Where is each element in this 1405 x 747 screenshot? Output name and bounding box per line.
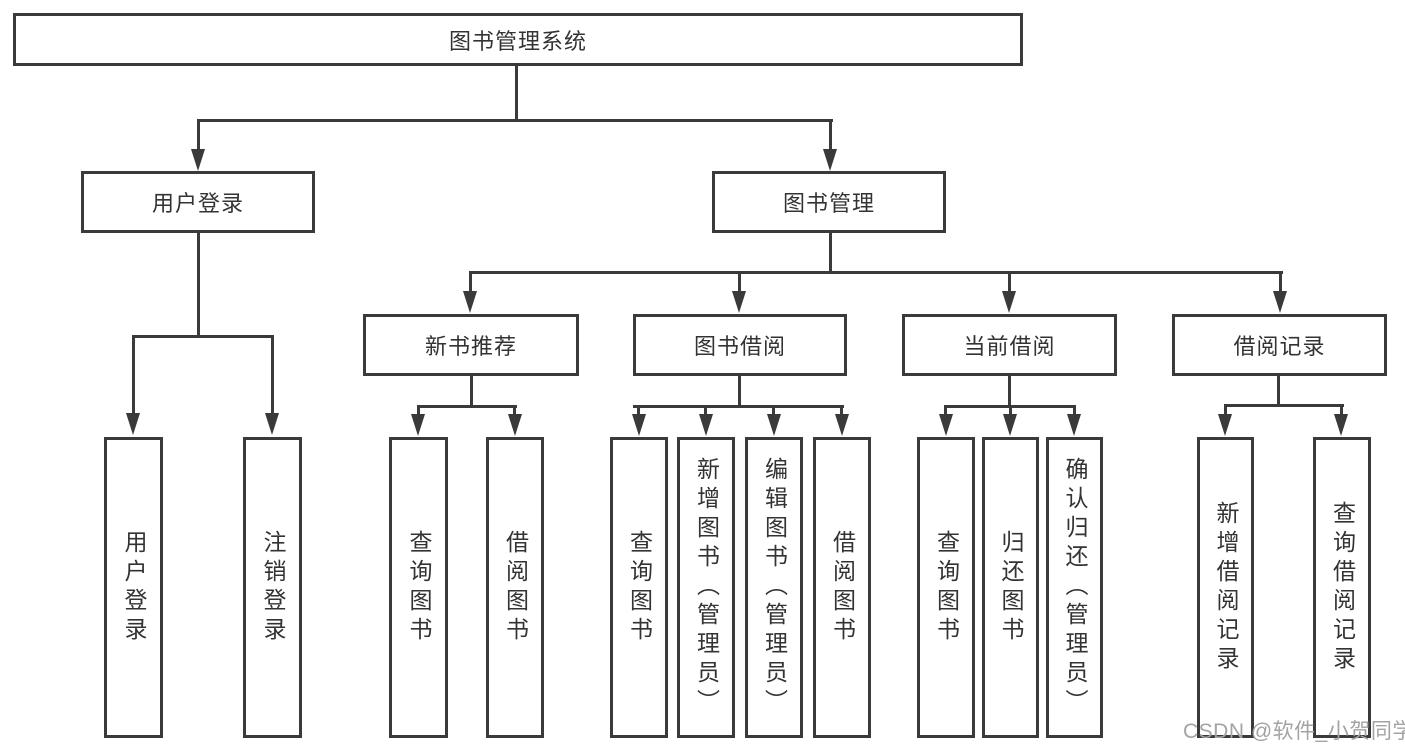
- connector-line: [1008, 376, 1011, 407]
- leaf-confirm-return-admin: 确认归还（管理员）: [1046, 437, 1103, 738]
- connector-line: [1340, 407, 1343, 415]
- connector-line: [840, 408, 843, 415]
- connector-line: [469, 271, 1283, 274]
- node-book-management: 图书管理: [712, 171, 946, 233]
- leaf-user-login: 用户登录: [104, 437, 163, 738]
- leaf-borrow-books-recommend: 借阅图书: [486, 437, 544, 738]
- connector-line: [197, 119, 833, 122]
- arrow-down-icon: [632, 414, 646, 436]
- connector-line: [1224, 407, 1227, 415]
- connector-line: [1008, 274, 1011, 291]
- arrow-down-icon: [823, 149, 837, 171]
- connector-line: [772, 408, 775, 415]
- connector-line: [829, 233, 832, 274]
- connector-line: [1009, 408, 1012, 415]
- connector-line: [704, 408, 707, 415]
- csdn-watermark: CSDN @软件_小贺同学: [1183, 720, 1405, 743]
- leaf-logout: 注销登录: [243, 437, 302, 738]
- connector-line: [197, 233, 200, 338]
- arrow-down-icon: [463, 291, 477, 313]
- leaf-add-borrow-record: 新增借阅记录: [1197, 437, 1254, 738]
- arrow-down-icon: [939, 414, 953, 436]
- connector-line: [271, 338, 274, 414]
- node-user-login: 用户登录: [81, 171, 315, 233]
- connector-line: [1073, 408, 1076, 415]
- connector-line: [515, 66, 518, 122]
- connector-line: [738, 376, 741, 407]
- connector-line: [132, 335, 274, 338]
- connector-line: [469, 274, 472, 291]
- arrow-down-icon: [191, 149, 205, 171]
- node-root-library-system: 图书管理系统: [13, 13, 1023, 66]
- node-current-borrowing: 当前借阅: [902, 314, 1117, 376]
- arrow-down-icon: [1218, 414, 1232, 436]
- arrow-down-icon: [699, 414, 713, 436]
- arrow-down-icon: [411, 414, 425, 436]
- connector-line: [1279, 274, 1282, 291]
- arrow-down-icon: [126, 413, 140, 435]
- arrow-down-icon: [1002, 291, 1016, 313]
- connector-line: [738, 274, 741, 291]
- arrow-down-icon: [1334, 414, 1348, 436]
- connector-line: [470, 376, 473, 407]
- connector-line: [417, 408, 420, 415]
- leaf-query-books-recommend: 查询图书: [389, 437, 448, 738]
- connector-line: [944, 408, 947, 415]
- node-book-borrowing: 图书借阅: [633, 314, 847, 376]
- node-new-book-recommendation: 新书推荐: [363, 314, 579, 376]
- arrow-down-icon: [1067, 414, 1081, 436]
- connector-line: [197, 122, 200, 150]
- leaf-edit-books-admin: 编辑图书（管理员）: [745, 437, 803, 738]
- arrow-down-icon: [767, 414, 781, 436]
- arrow-down-icon: [732, 291, 746, 313]
- node-borrowing-records: 借阅记录: [1172, 314, 1387, 376]
- leaf-query-books-borrow: 查询图书: [610, 437, 668, 738]
- arrow-down-icon: [1003, 414, 1017, 436]
- connector-line: [417, 405, 517, 408]
- connector-line: [637, 408, 640, 415]
- connector-line: [829, 122, 832, 150]
- leaf-query-books-current: 查询图书: [917, 437, 975, 738]
- arrow-down-icon: [835, 414, 849, 436]
- connector-line: [513, 408, 516, 415]
- arrow-down-icon: [1273, 291, 1287, 313]
- connector-line: [132, 338, 135, 414]
- connector-line: [944, 405, 1076, 408]
- leaf-return-books: 归还图书: [982, 437, 1039, 738]
- leaf-query-borrow-record: 查询借阅记录: [1313, 437, 1371, 738]
- leaf-add-books-admin: 新增图书（管理员）: [677, 437, 735, 738]
- connector-line: [633, 405, 844, 408]
- arrow-down-icon: [265, 413, 279, 435]
- connector-line: [1277, 376, 1280, 405]
- connector-line: [1224, 404, 1344, 407]
- leaf-borrow-books: 借阅图书: [813, 437, 871, 738]
- arrow-down-icon: [508, 414, 522, 436]
